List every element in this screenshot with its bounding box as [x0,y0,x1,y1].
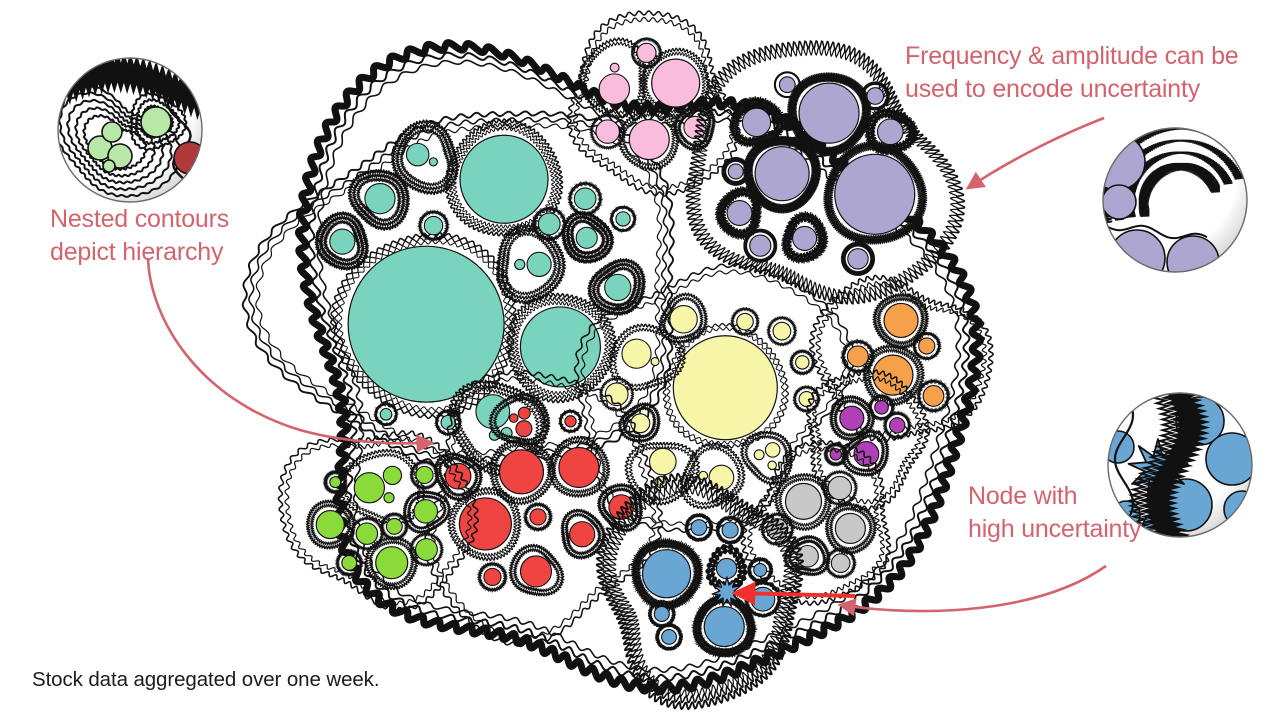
magnifier-nested-contours [57,57,203,203]
arrow-node-high-uncertainty [837,564,1107,617]
magnifier-frequency-amplitude [1102,127,1248,273]
annotation-node-high-uncertainty: Node with high uncertainty [968,482,1142,543]
arrow-node-pointer [731,581,856,606]
arrow-frequency-amplitude [965,116,1105,190]
annotation-nested-contours: Nested contours depict hierarchy [50,205,230,266]
annotation-frequency-amplitude: Frequency & amplitude can be used to enc… [905,42,1239,103]
figure-caption: Stock data aggregated over one week. [32,668,380,691]
arrow-nested-contours [146,257,435,453]
